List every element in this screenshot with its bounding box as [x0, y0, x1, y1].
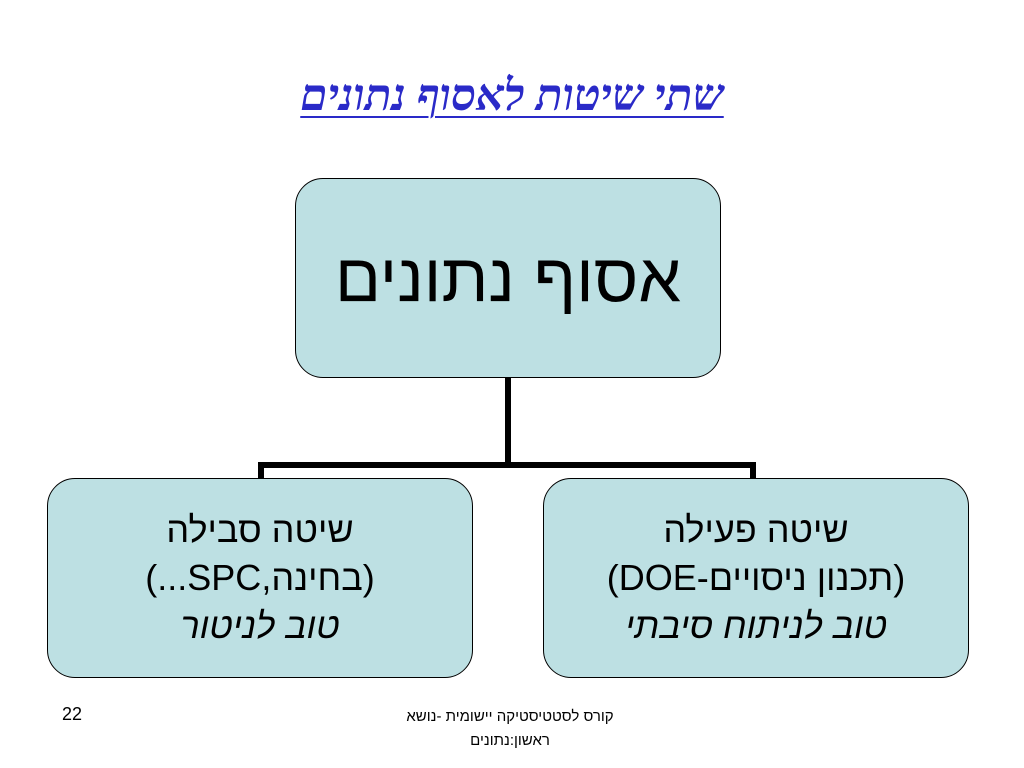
- slide-number: 22: [62, 704, 83, 724]
- passive-method-title: שיטה סבילה: [166, 509, 354, 550]
- active-method-title: שיטה פעילה: [663, 509, 849, 550]
- footer-line-2: ראשון:נתונים: [470, 732, 550, 749]
- active-method-use: טוב לניתוח סיבתי: [624, 605, 888, 646]
- slide-title: שתי שיטות לאסוף נתונים: [300, 71, 724, 120]
- slide-footer: קורס לסטטיסטיקה יישומית -נושא ראשון:נתונ…: [340, 705, 680, 753]
- root-node-data-collection: אסוף נתונים: [295, 178, 721, 378]
- active-method-detail: (תכנון ניסויים-DOE): [606, 557, 906, 598]
- footer-line-1: קורס לסטטיסטיקה יישומית -נושא: [406, 708, 614, 725]
- passive-method-use: טוב לניטור: [180, 605, 340, 646]
- passive-method-detail: (בחינה,SPC...): [145, 557, 375, 598]
- child-node-active-method: שיטה פעילה (תכנון ניסויים-DOE) טוב לניתו…: [543, 478, 969, 678]
- root-node-label: אסוף נתונים: [334, 240, 682, 316]
- child-node-passive-method: שיטה סבילה (בחינה,SPC...) טוב לניטור: [47, 478, 473, 678]
